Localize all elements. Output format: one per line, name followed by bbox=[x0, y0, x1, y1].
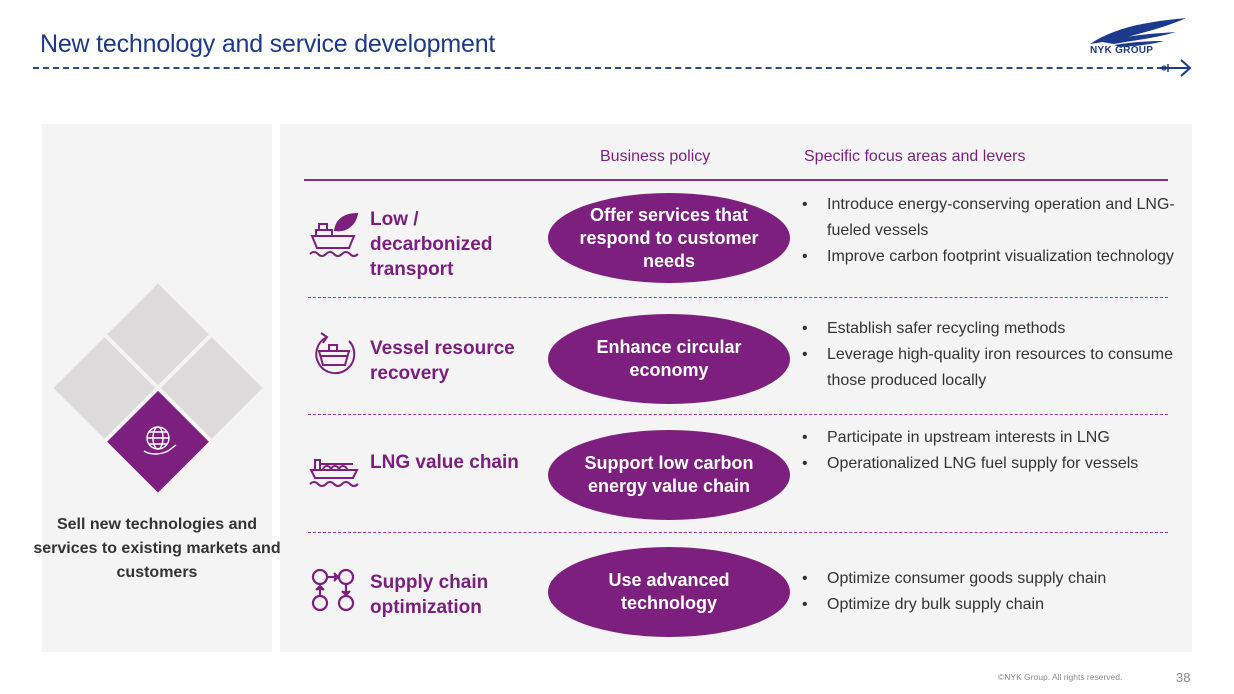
page-title: New technology and service development bbox=[40, 30, 496, 58]
diamond-tile-right bbox=[160, 337, 263, 439]
diamond-tile-top bbox=[107, 283, 209, 386]
levers-list-lng: Participate in upstream interests in LNG… bbox=[802, 425, 1182, 477]
lever-item: Operationalized LNG fuel supply for vess… bbox=[802, 451, 1182, 477]
column-header-focus-areas: Specific focus areas and levers bbox=[804, 148, 1026, 165]
policy-ellipse-lng: Support low carbon energy value chain bbox=[548, 430, 790, 520]
header-divider bbox=[304, 179, 1168, 181]
row-divider bbox=[308, 297, 1168, 298]
row-label-vessel-recovery: Vessel resource recovery bbox=[370, 338, 515, 384]
policy-ellipse-circular: Enhance circular economy bbox=[548, 314, 790, 404]
lever-item: Leverage high-quality iron resources to … bbox=[802, 342, 1182, 394]
policy-ellipse-services: Offer services that respond to customer … bbox=[548, 193, 790, 283]
supply-chain-cycle-icon bbox=[311, 568, 355, 612]
row-label-low-decarbonized: Low / decarbonized transport bbox=[370, 209, 493, 280]
strategy-caption: Sell new technologies and services to ex… bbox=[33, 516, 281, 581]
globe-in-hand-icon bbox=[143, 426, 177, 455]
lever-item: Participate in upstream interests in LNG bbox=[802, 425, 1182, 451]
lever-item: Optimize dry bulk supply chain bbox=[802, 592, 1182, 618]
nyk-logo-wing-icon bbox=[1090, 18, 1192, 77]
title-divider bbox=[33, 67, 1163, 69]
row-label-supply-chain: Supply chain optimization bbox=[370, 572, 489, 618]
levers-list-low-decarbonized: Introduce energy-conserving operation an… bbox=[802, 192, 1182, 270]
lng-carrier-icon bbox=[309, 459, 359, 487]
levers-list-vessel-recovery: Establish safer recycling methods Levera… bbox=[802, 316, 1182, 394]
diamond-tile-left bbox=[53, 337, 156, 439]
column-header-business-policy: Business policy bbox=[600, 148, 711, 165]
eco-ship-leaf-icon bbox=[309, 212, 359, 257]
strategy-quadrant-panel bbox=[42, 124, 272, 652]
lever-item: Introduce energy-conserving operation an… bbox=[802, 192, 1182, 244]
diamond-tile-highlight bbox=[107, 390, 209, 493]
row-label-lng: LNG value chain bbox=[370, 452, 519, 473]
copyright-notice: ©NYK Group. All rights reserved. bbox=[998, 672, 1123, 682]
row-divider bbox=[308, 532, 1168, 533]
lever-item: Improve carbon footprint visualization t… bbox=[802, 244, 1182, 270]
lever-item: Establish safer recycling methods bbox=[802, 316, 1182, 342]
row-divider bbox=[308, 414, 1168, 415]
policy-ellipse-technology: Use advanced technology bbox=[548, 547, 790, 637]
ship-recycle-icon bbox=[315, 332, 356, 375]
lever-item: Optimize consumer goods supply chain bbox=[802, 566, 1182, 592]
page-number: 38 bbox=[1176, 670, 1191, 685]
diamond-matrix bbox=[53, 283, 263, 493]
levers-list-supply-chain: Optimize consumer goods supply chain Opt… bbox=[802, 566, 1182, 618]
logo-text: NYK GROUP bbox=[1090, 45, 1154, 56]
